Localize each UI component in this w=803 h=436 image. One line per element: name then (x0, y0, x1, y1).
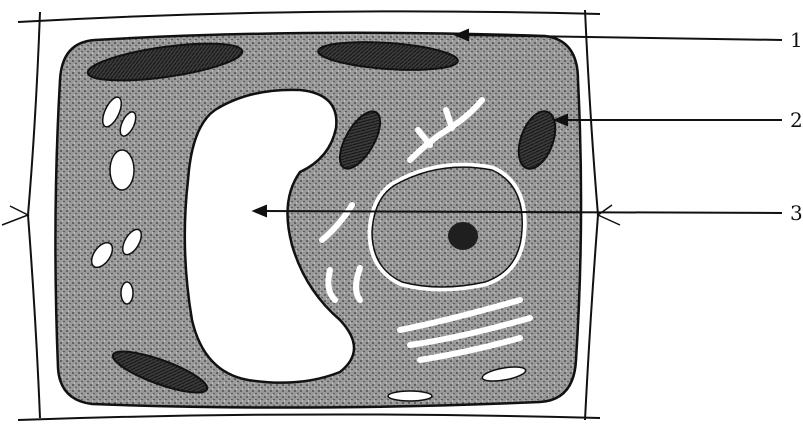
callout-label-3: 3 (790, 203, 803, 223)
callout-label-2: 2 (790, 110, 803, 130)
callout-label-1: 1 (790, 30, 803, 50)
nucleolus (448, 222, 478, 250)
nucleus (372, 167, 522, 287)
